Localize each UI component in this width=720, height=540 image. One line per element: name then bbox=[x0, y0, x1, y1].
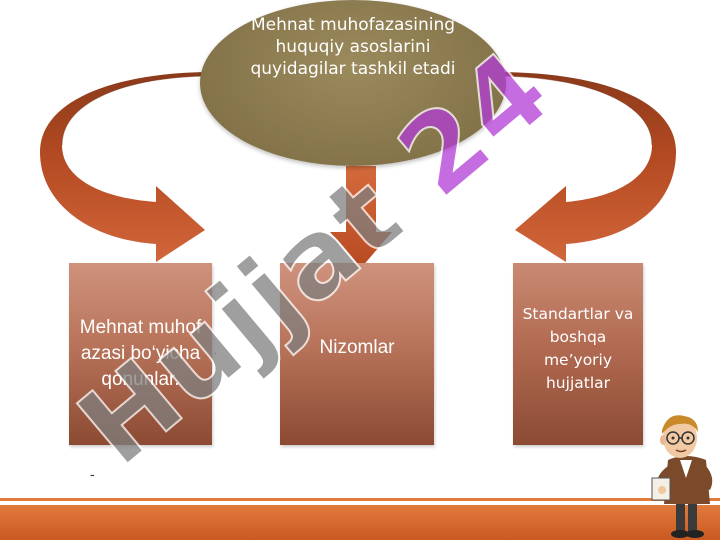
stray-dot: . bbox=[214, 346, 217, 357]
curved-arrow-right-icon bbox=[504, 72, 676, 262]
down-arrow-icon bbox=[330, 166, 392, 268]
box-standards-label: Standartlar va boshqa me’yoriy hujjatlar bbox=[522, 305, 634, 392]
box-laws: Mehnat muhofazasi bo‘yicha qonunlar. bbox=[69, 263, 212, 445]
footer-line bbox=[0, 498, 720, 501]
central-ellipse-text: Mehnat muhofazasining huquqiy asoslarini… bbox=[250, 15, 456, 79]
central-ellipse bbox=[200, 0, 506, 166]
cartoon-man-icon bbox=[651, 415, 713, 538]
curved-arrow-left-icon bbox=[40, 72, 206, 262]
box-laws-label: Mehnat muhofazasi bo‘yicha qonunlar. bbox=[79, 317, 202, 390]
footer-bar bbox=[0, 505, 720, 540]
box-regulations-label: Nizomlar bbox=[319, 337, 395, 358]
box-standards: Standartlar va boshqa me’yoriy hujjatlar bbox=[513, 263, 643, 445]
stray-mark: - bbox=[90, 466, 95, 482]
box-regulations: Nizomlar bbox=[280, 263, 434, 445]
